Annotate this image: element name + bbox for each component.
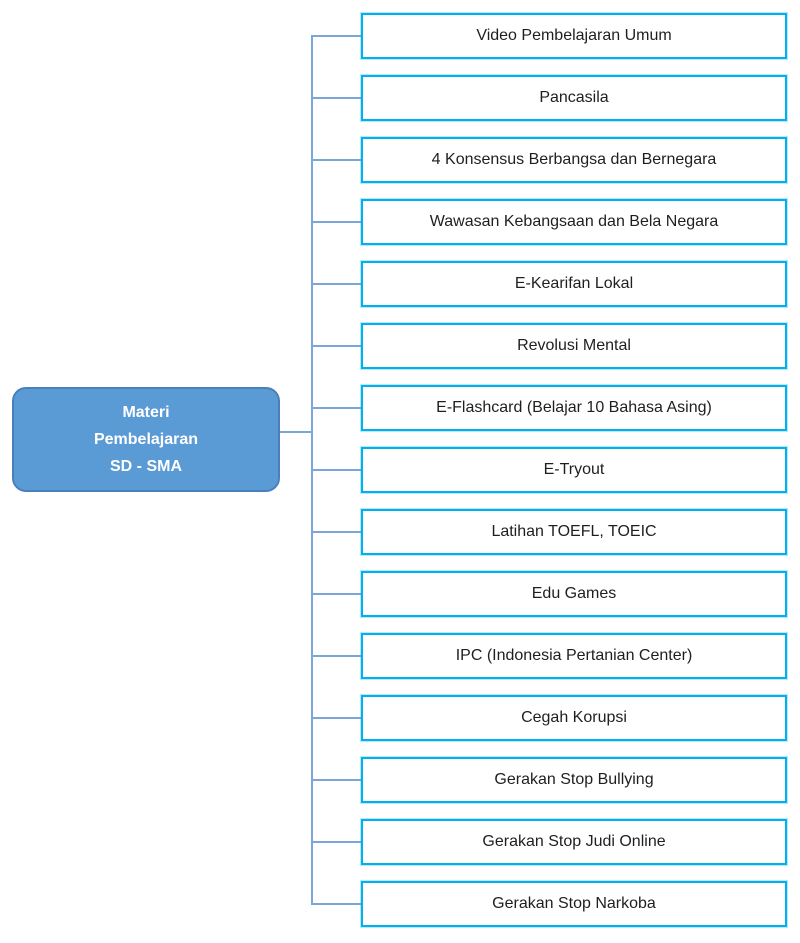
connector-stub-line xyxy=(311,469,361,471)
child-row: Wawasan Kebangsaan dan Bela Negara xyxy=(311,199,787,245)
child-node-wawasan-kebangsaan: Wawasan Kebangsaan dan Bela Negara xyxy=(361,199,787,245)
child-node-video-pembelajaran-umum: Video Pembelajaran Umum xyxy=(361,13,787,59)
child-node-e-kearifan-lokal: E-Kearifan Lokal xyxy=(361,261,787,307)
connector-stub-line xyxy=(311,593,361,595)
child-row: E-Flashcard (Belajar 10 Bahasa Asing) xyxy=(311,385,787,431)
connector-stub-line xyxy=(311,717,361,719)
child-row: Gerakan Stop Judi Online xyxy=(311,819,787,865)
child-node-e-flashcard: E-Flashcard (Belajar 10 Bahasa Asing) xyxy=(361,385,787,431)
child-node-gerakan-stop-bullying: Gerakan Stop Bullying xyxy=(361,757,787,803)
child-node-cegah-korupsi: Cegah Korupsi xyxy=(361,695,787,741)
children-column: Video Pembelajaran Umum Pancasila 4 Kons… xyxy=(311,13,787,927)
root-node-label-line: Materi xyxy=(122,404,170,421)
child-node-ipc: IPC (Indonesia Pertanian Center) xyxy=(361,633,787,679)
child-node-revolusi-mental: Revolusi Mental xyxy=(361,323,787,369)
child-row: E-Kearifan Lokal xyxy=(311,261,787,307)
child-node-e-tryout: E-Tryout xyxy=(361,447,787,493)
child-node-pancasila: Pancasila xyxy=(361,75,787,121)
connector-stub-line xyxy=(311,283,361,285)
child-row: Video Pembelajaran Umum xyxy=(311,13,787,59)
child-row: Pancasila xyxy=(311,75,787,121)
connector-stub-line xyxy=(311,97,361,99)
connector-stub-line xyxy=(311,159,361,161)
child-node-latihan-toefl-toeic: Latihan TOEFL, TOEIC xyxy=(361,509,787,555)
child-row: Edu Games xyxy=(311,571,787,617)
root-node-label-line: Pembelajaran xyxy=(93,431,199,448)
child-node-gerakan-stop-narkoba: Gerakan Stop Narkoba xyxy=(361,881,787,927)
connector-stub-line xyxy=(311,531,361,533)
child-row: Cegah Korupsi xyxy=(311,695,787,741)
child-row: 4 Konsensus Berbangsa dan Bernegara xyxy=(311,137,787,183)
connector-stub-line xyxy=(311,903,361,905)
connector-stub-line xyxy=(311,35,361,37)
connector-stub-line xyxy=(311,779,361,781)
connector-stub-line xyxy=(311,345,361,347)
child-node-gerakan-stop-judi-online: Gerakan Stop Judi Online xyxy=(361,819,787,865)
child-row: Revolusi Mental xyxy=(311,323,787,369)
root-node-label-line: SD - SMA xyxy=(110,458,182,475)
root-node: Materi Pembelajaran SD - SMA xyxy=(12,387,280,492)
child-node-4-konsensus: 4 Konsensus Berbangsa dan Bernegara xyxy=(361,137,787,183)
connector-stub-line xyxy=(311,407,361,409)
connector-stub-line xyxy=(311,841,361,843)
connector-root-line xyxy=(280,431,312,433)
child-row: Latihan TOEFL, TOEIC xyxy=(311,509,787,555)
child-row: Gerakan Stop Narkoba xyxy=(311,881,787,927)
child-node-edu-games: Edu Games xyxy=(361,571,787,617)
connector-stub-line xyxy=(311,221,361,223)
child-row: E-Tryout xyxy=(311,447,787,493)
child-row: IPC (Indonesia Pertanian Center) xyxy=(311,633,787,679)
connector-stub-line xyxy=(311,655,361,657)
child-row: Gerakan Stop Bullying xyxy=(311,757,787,803)
